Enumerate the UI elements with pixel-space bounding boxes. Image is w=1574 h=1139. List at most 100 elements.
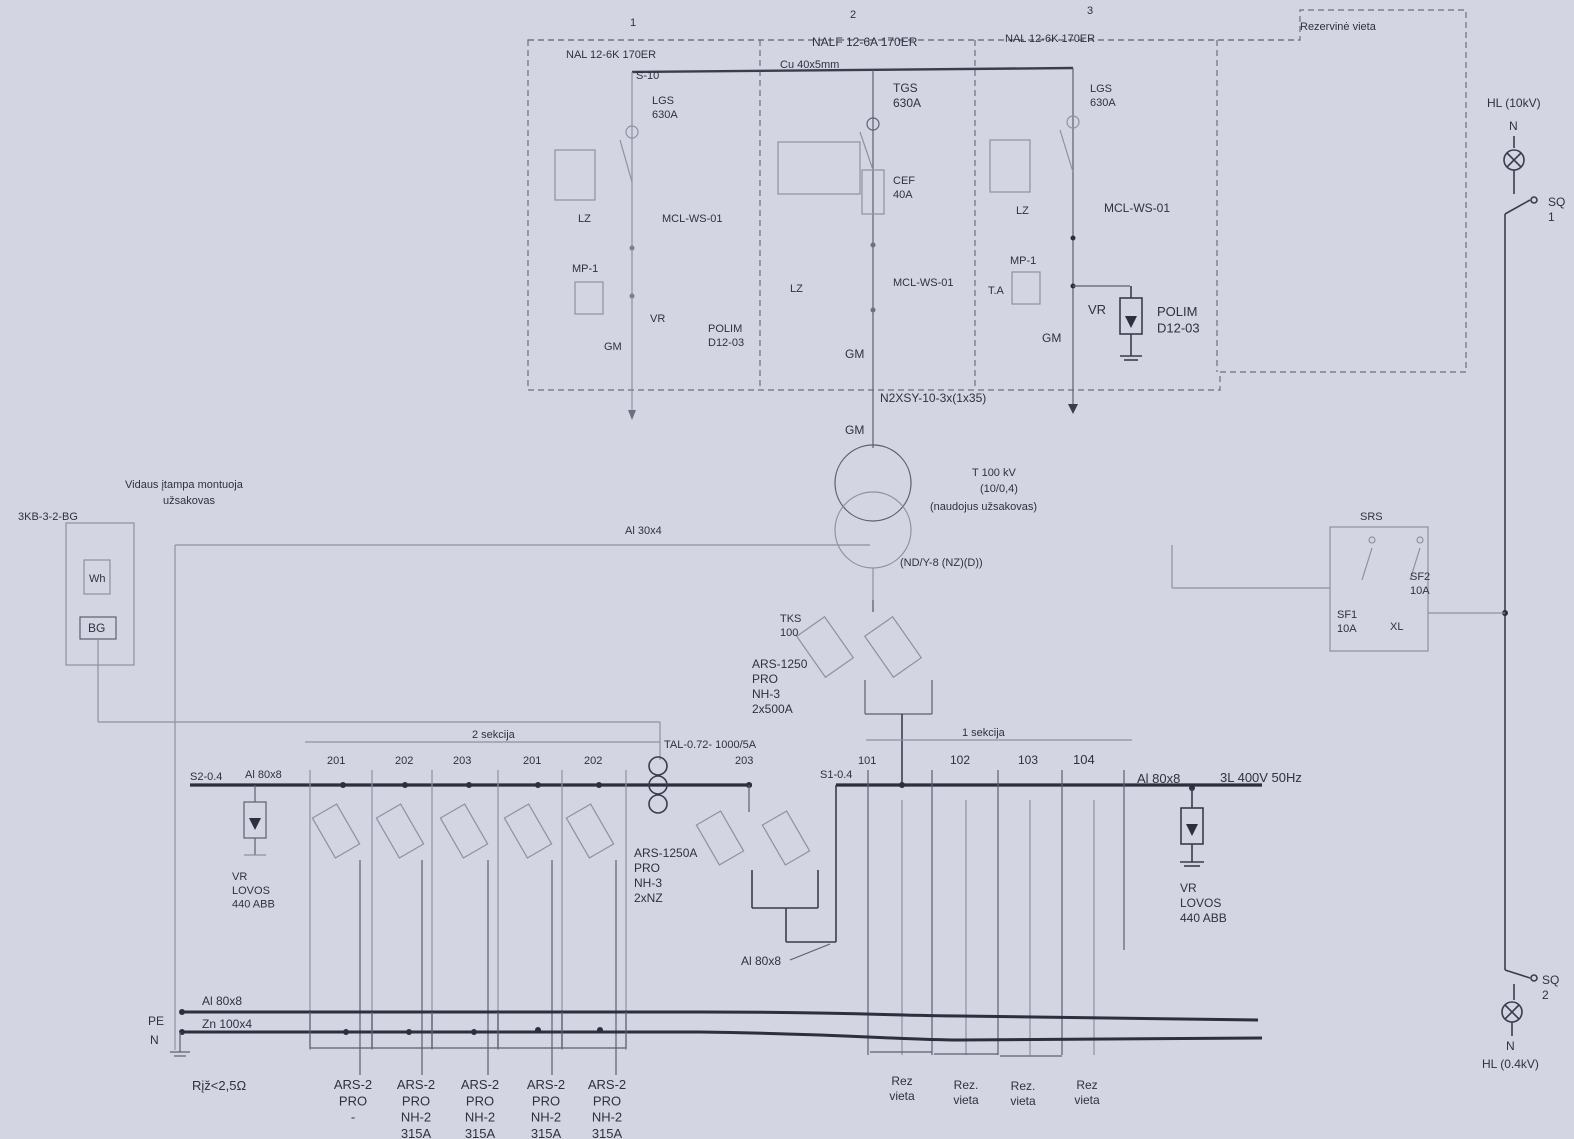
bus-left-label: Al 80x8 [245,769,282,781]
hv-switchgear: 1 2 3 NAL 12-6K 170ER NALF 12-6A 170ER N… [527,5,1467,440]
al-top-label: Al 30x4 [625,525,662,537]
section-1-label: 1 sekcija [962,727,1006,739]
transformer-rating2: (10/0,4) [980,483,1018,495]
srs-label: SRS [1360,511,1383,523]
meter-title: Vidaus įtampa montuoja [125,479,244,491]
n-bottom-label: N [1506,1039,1515,1053]
vr-3-label: VR [1088,302,1106,317]
feeder-203: 203 [453,755,471,767]
pe-n-busbars: Al 80x8 Zn 100x4 PE N Rįž<2,5Ω [148,994,1263,1093]
earth-switch-1-label: LZ [578,213,591,225]
meter-title2: užsakovas [163,495,215,507]
transformer-note: (naudojus užsakovas) [930,501,1037,513]
reserve-label: Rezervinė vieta [1300,21,1377,33]
feeder-102: 102 [950,753,970,767]
reserve-feeder-2: Rez.vieta [953,1078,979,1107]
section-2-feeders: 201 202 203 201 202 203 [309,755,753,1075]
cable-label: N2XSY-10-3x(1x35) [880,391,986,405]
pe-bus-label: Al 80x8 [202,994,242,1008]
section-2-label: 2 sekcija [472,729,516,741]
feeder-103: 103 [1018,753,1038,767]
feeder-201b: 201 [523,755,541,767]
pe-label: PE [148,1014,164,1028]
feeder-202: 202 [395,755,413,767]
bus-right-label: Al 80x8 [1137,771,1180,786]
cell-type-1: NAL 12-6K 170ER [566,49,656,61]
transformer-rating: T 100 kV [972,467,1016,479]
gm-2b-label: GM [845,423,864,437]
mp-3-label: MP-1 [1010,255,1036,267]
cell-number-2: 2 [850,9,856,21]
feeder-101: 101 [858,755,876,767]
section-1-feeders: 101 102 103 104 [858,752,1125,1055]
coupler-bus-label: Al 80x8 [741,954,781,968]
feeder-202b: 202 [584,755,602,767]
transformer-connection: (ND/Y-8 (NZ)(D)) [900,557,983,569]
gm-2-label: GM [845,347,864,361]
feeder-terminals [309,1012,1062,1057]
n-top-label: N [1509,119,1518,133]
cell-type-2: NALF 12-6A 170ER [812,35,918,49]
feeder-201: 201 [327,755,345,767]
vr-1-label: VR [650,313,665,325]
cell-type-3: NAL 12-6K 170ER [1005,33,1095,45]
indicator-2-label: MCL-WS-01 [893,277,954,289]
transformer: T 100 kV (10/0,4) (naudojus užsakovas) (… [834,440,1037,612]
wh-meter-label: Wh [89,573,106,585]
cell-number-3: 3 [1087,5,1093,17]
n-bus-label: Zn 100x4 [202,1017,252,1031]
hl-top-label: HL (10kV) [1487,96,1541,110]
indicator-3-label: MCL-WS-01 [1104,201,1170,215]
earth-resistance: Rįž<2,5Ω [192,1078,246,1093]
ta-3-label: T.A [988,285,1005,297]
hv-busbar-label: Cu 40x5mm [780,59,839,71]
meter-code: 3KB-3-2-BG [18,511,78,523]
n-label: N [150,1033,159,1047]
s2-label: S2-0.4 [190,771,222,783]
cell-number-1: 1 [630,17,636,29]
reserve-feeder-3: Rez.vieta [1010,1079,1036,1108]
bg-label: BG [88,621,105,635]
gm-3-label: GM [1042,331,1061,345]
feeder-104: 104 [1073,752,1095,767]
gm-1-label: GM [604,341,622,353]
system-label: 3L 400V 50Hz [1220,770,1302,785]
mp-1-label: MP-1 [572,263,598,275]
hv-section-label: S-10 [636,70,659,82]
ct-label: TAL-0.72- 1000/5A [664,739,757,751]
feeder-203b: 203 [735,755,753,767]
earth-switch-3-label: LZ [1016,205,1029,217]
hl-bottom-label: HL (0.4kV) [1482,1057,1539,1071]
earth-switch-2-label: LZ [790,283,803,295]
